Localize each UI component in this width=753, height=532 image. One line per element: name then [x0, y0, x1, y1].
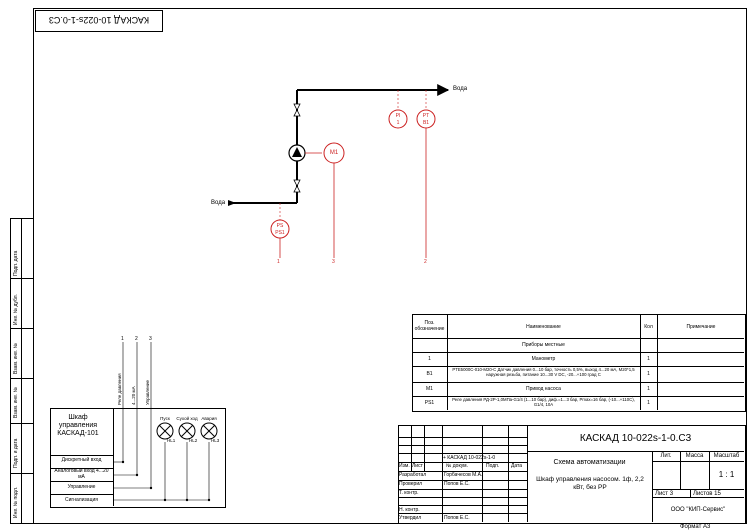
cabinet-inner	[50, 408, 114, 506]
pt-line2: B1	[422, 120, 430, 126]
pt-line1: PT	[422, 113, 430, 119]
role-1-name: Горбачесов М.А.	[444, 472, 483, 478]
valve-bottom-icon	[293, 179, 301, 187]
inlet-arrow-icon	[228, 200, 236, 206]
ps-line1: PS	[276, 223, 284, 229]
left-stamp-dividers	[10, 218, 34, 522]
water-out-label: Вода	[453, 86, 468, 92]
title-block	[398, 425, 746, 524]
col-label-2: 4...20 мА	[131, 386, 136, 405]
spec-row-4-name: Реле давления РД-2Р-1,0МПа-G1/4 (1...10 …	[452, 397, 635, 407]
cabinet-row-2: Аналоговый вход 4...20 мА	[54, 468, 109, 480]
cabinet-row-3: Управление	[67, 484, 96, 490]
pump-label: M1	[329, 150, 339, 156]
format-label: Формат А3	[680, 524, 711, 530]
sheets-label: Листов 15	[693, 491, 721, 497]
role-3: Т. контр.	[399, 490, 419, 496]
spec-row-1-qty: 1	[647, 356, 650, 362]
line-num-1: 1	[277, 259, 280, 265]
spec-row-3-name: Привод насоса	[526, 386, 561, 392]
col-label-1: Реле давления	[117, 373, 122, 405]
spec-head-name: Наименование	[526, 324, 561, 330]
role-6: Утвердил	[399, 515, 422, 521]
line-num-2: 2	[424, 259, 427, 265]
doc-title-1: Схема автоматизации	[553, 459, 626, 466]
spec-head-qty: Кол	[644, 324, 653, 330]
spec-row-4-pos: PS1	[424, 400, 435, 406]
valve-top-icon	[293, 103, 301, 111]
spec-table	[412, 314, 746, 412]
spec-row-4-qty: 1	[647, 400, 650, 406]
col-list: Лист	[412, 463, 423, 469]
spec-row-3-pos: M1	[426, 386, 433, 392]
water-in-label: Вода	[211, 200, 226, 206]
title-code: КАСКАД 10-022s-1-0.С3	[579, 433, 692, 444]
lamp-1-code: HL1	[167, 438, 176, 443]
lamp-hl1-icon	[156, 422, 174, 440]
pump-arrow-icon	[292, 147, 302, 157]
col-sign: Подп.	[486, 463, 500, 469]
role-2: Проверил	[399, 481, 423, 487]
pi-line2: 1	[396, 120, 400, 126]
title-sub-code: + КАСКАД 10-022s-1-0	[443, 455, 496, 461]
lamp-2-label: Сухой ход	[176, 416, 198, 421]
lamp-3-label: Авария	[201, 416, 217, 421]
spec-row-2-qty: 1	[647, 371, 650, 377]
scale-value: 1 : 1	[718, 470, 735, 479]
spec-row-2-name: PTE5000C-010-M20-C Датчик давления 0...1…	[452, 367, 635, 377]
pi-line1: PI	[395, 113, 401, 119]
col-date: Дата	[511, 463, 523, 469]
mass-label: Масса	[685, 453, 704, 459]
valve-bottom-icon-b	[293, 185, 301, 193]
lamp-1-label: Пуск	[160, 416, 170, 421]
lamp-3-code: HL3	[211, 438, 220, 443]
doc-title-2: Шкаф управления насосом. 1ф, 2,2 кВт, бе…	[536, 476, 644, 491]
lit-label: Лит.	[660, 453, 672, 459]
role-2-name: Попов Е.С.	[444, 481, 470, 487]
lamp-hl3-icon	[200, 422, 218, 440]
col-num-1: 1	[121, 336, 124, 342]
col-num-2: 2	[135, 336, 138, 342]
cabinet-title: Шкаф управления КАСКАД-101	[57, 414, 99, 437]
left-stamp	[10, 218, 34, 524]
lamp-hl2-icon	[178, 422, 196, 440]
spec-head-note: Примечание	[686, 324, 716, 330]
col-label-3: Управление	[145, 379, 150, 405]
spec-row-1-pos: 1	[428, 356, 431, 362]
instrument-pi-1	[388, 109, 408, 129]
spec-row-3-qty: 1	[647, 386, 650, 392]
spec-head-pos: Поз. обозначение	[414, 320, 445, 332]
company-label: ООО "КИП-Сервис"	[670, 507, 726, 513]
spec-row-2-pos: B1	[426, 371, 433, 377]
col-doc: № докум.	[446, 463, 468, 469]
spec-row-1-name: Манометр	[531, 356, 556, 362]
scale-label: Масштаб	[713, 453, 740, 459]
top-code-box: КАСКАД 10-022s-1-0.С3	[35, 10, 163, 32]
col-num-3: 3	[149, 336, 152, 342]
col-izm: Изм.	[399, 463, 410, 469]
lamp-2-code: HL2	[189, 438, 198, 443]
cabinet-row-4: Сигнализация	[65, 497, 98, 503]
cabinet-row-1: Дискретный вход	[61, 457, 102, 463]
role-6-name: Попов Е.С.	[444, 515, 470, 521]
role-1: Разработал	[399, 472, 427, 478]
valve-top-icon-b	[293, 109, 301, 117]
line-num-3: 3	[332, 259, 335, 265]
cabinet-box	[50, 408, 226, 508]
sheet-label: Лист 3	[655, 491, 674, 497]
role-5: Н. контр.	[399, 507, 420, 513]
spec-section: Приборы местные	[522, 342, 565, 348]
ps-line2: PS1	[275, 230, 285, 236]
